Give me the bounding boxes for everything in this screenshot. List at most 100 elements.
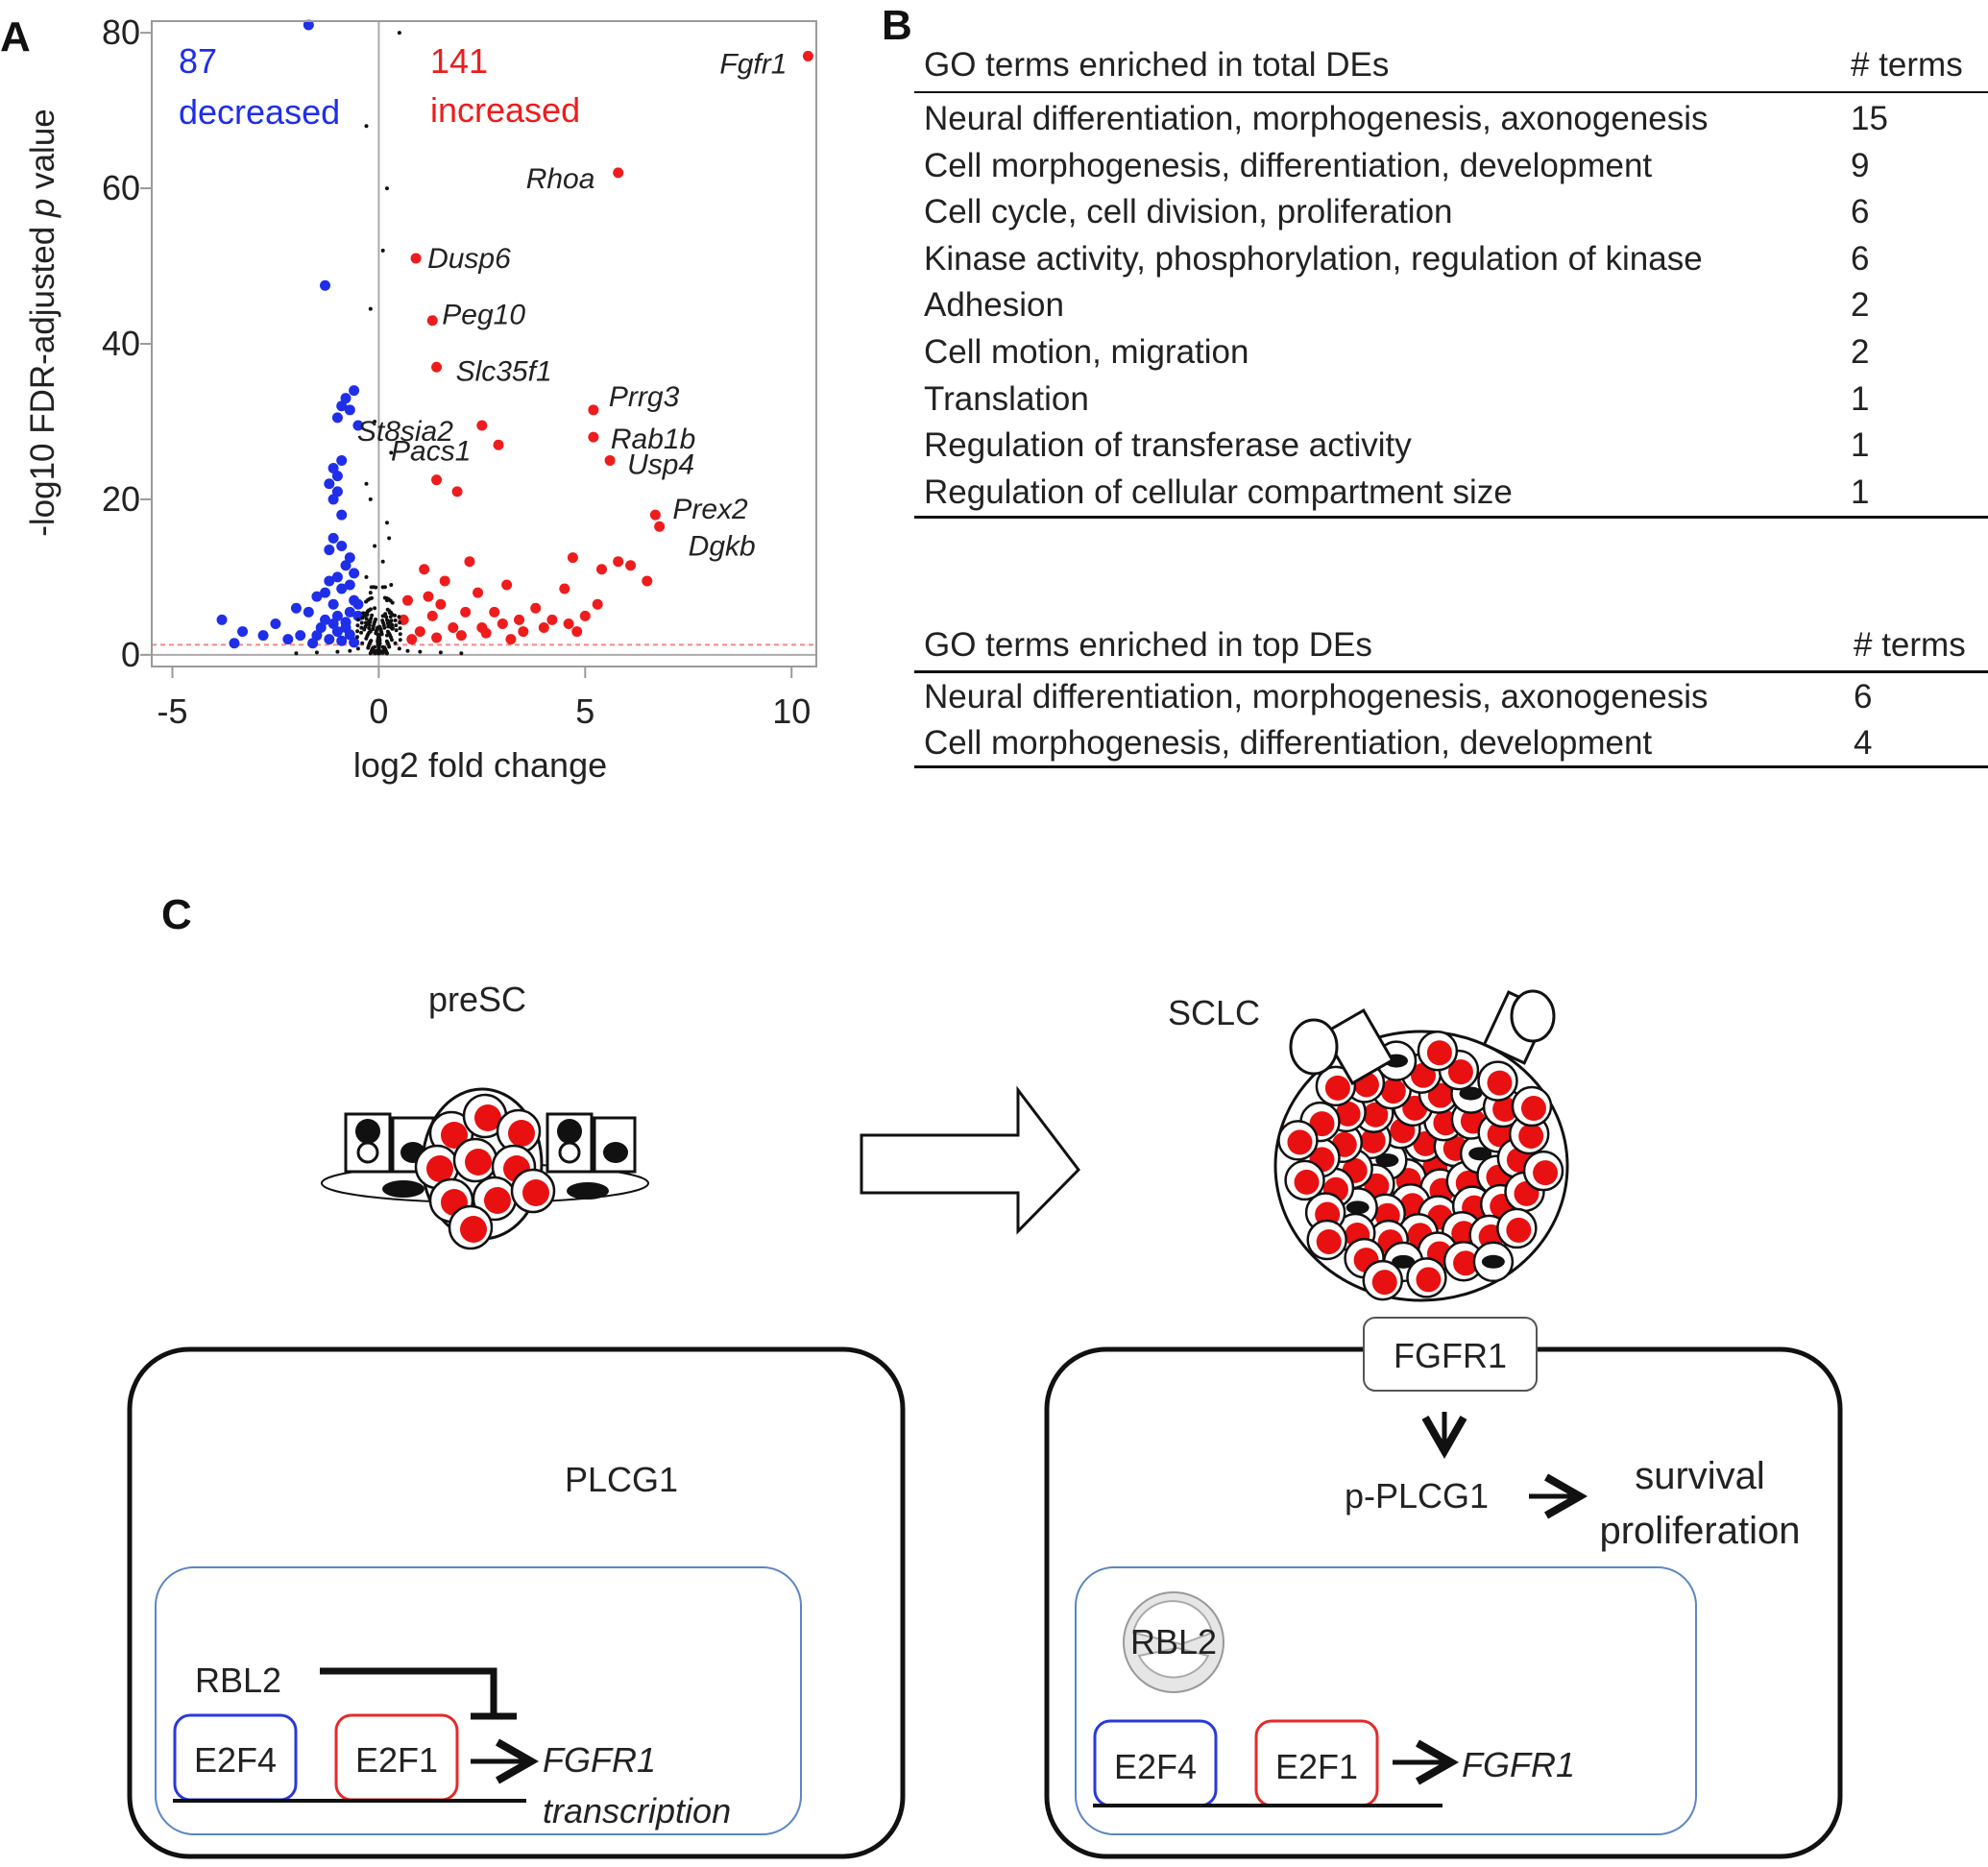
- point-not-significant: [384, 186, 389, 191]
- point-decreased: [344, 606, 355, 618]
- go-total-header-term: GO terms enriched in total DEs: [924, 46, 1390, 84]
- point-not-significant: [459, 651, 464, 656]
- y-tick-label: 60: [102, 168, 140, 207]
- point-decreased: [311, 630, 323, 642]
- transcription-label: transcription: [543, 1791, 731, 1831]
- volcano-xlabel: log2 fold change: [353, 745, 607, 785]
- point-not-significant: [364, 636, 369, 641]
- point-not-significant: [362, 627, 367, 632]
- point-increased: [431, 474, 443, 486]
- point-increased: [419, 564, 430, 575]
- point-not-significant: [364, 574, 369, 579]
- point-not-significant: [376, 632, 380, 637]
- point-increased: [802, 50, 813, 61]
- point-not-significant: [360, 641, 365, 645]
- x-tick-label: 10: [772, 691, 811, 731]
- point-decreased: [303, 19, 314, 31]
- point-not-significant: [366, 645, 371, 650]
- point-decreased: [257, 630, 269, 642]
- point-increased: [448, 622, 459, 634]
- point-decreased: [336, 541, 348, 552]
- point-increased: [464, 556, 475, 568]
- go-total-row-count: 1: [1851, 426, 1870, 465]
- point-decreased: [336, 635, 348, 646]
- point-increased: [410, 253, 422, 264]
- point-not-significant: [397, 615, 401, 619]
- gene-label: Prex2: [672, 494, 748, 525]
- y-tick-label: 20: [102, 479, 140, 519]
- point-increased: [473, 587, 484, 598]
- point-not-significant: [361, 611, 366, 616]
- point-not-significant: [335, 649, 340, 654]
- go-total-row-term: Cell cycle, cell division, proliferation: [924, 193, 1453, 231]
- point-increased: [559, 583, 570, 594]
- go-top-header-count: # terms: [1854, 626, 1966, 664]
- point-not-significant: [348, 648, 352, 653]
- go-table-top: GO terms enriched in top DEs # terms Neu…: [914, 626, 1988, 770]
- point-not-significant: [364, 599, 369, 604]
- go-total-row-term: Translation: [924, 379, 1089, 418]
- e2f4-label-sclc: E2F4: [1114, 1747, 1197, 1786]
- presc-nucleus: [155, 1566, 802, 1835]
- go-top-row-count: 6: [1854, 678, 1873, 715]
- gene-label: St8sia2: [357, 416, 453, 448]
- go-total-row-term: Neural differentiation, morphogenesis, a…: [924, 100, 1709, 137]
- point-not-significant: [368, 497, 373, 501]
- point-decreased: [340, 393, 352, 404]
- point-increased: [451, 486, 463, 497]
- point-not-significant: [359, 620, 364, 625]
- point-decreased: [344, 404, 355, 416]
- point-increased: [431, 361, 443, 373]
- point-decreased: [270, 618, 281, 629]
- point-not-significant: [394, 623, 399, 628]
- point-not-significant: [398, 638, 402, 643]
- point-decreased: [331, 626, 343, 638]
- point-increased: [431, 632, 443, 643]
- e2f1-label: E2F1: [355, 1740, 438, 1780]
- point-not-significant: [383, 612, 388, 617]
- point-not-significant: [384, 651, 389, 656]
- gene-label: Dusp6: [427, 243, 511, 275]
- point-decreased: [331, 610, 343, 621]
- panel-letter-c: C: [161, 891, 192, 938]
- point-not-significant: [355, 623, 360, 628]
- point-increased: [563, 618, 574, 629]
- point-increased: [625, 560, 637, 571]
- point-increased: [501, 579, 513, 591]
- rbl2-label-lost: RBL2: [1130, 1622, 1217, 1661]
- point-decreased: [237, 626, 249, 638]
- point-increased: [518, 626, 529, 638]
- point-not-significant: [398, 632, 402, 637]
- presc-label: preSC: [428, 980, 526, 1019]
- point-not-significant: [387, 644, 392, 649]
- point-decreased: [324, 478, 335, 490]
- go-total-row-term: Cell motion, migration: [924, 333, 1249, 371]
- point-decreased: [303, 606, 314, 618]
- go-total-row-term: Adhesion: [924, 286, 1064, 325]
- point-decreased: [327, 494, 339, 505]
- point-not-significant: [366, 609, 371, 614]
- point-not-significant: [380, 559, 385, 564]
- decreased-label: decreased: [179, 92, 340, 132]
- y-tick-label: 80: [102, 12, 140, 52]
- go-total-row-term: Regulation of cellular compartment size: [924, 473, 1513, 511]
- point-increased: [592, 598, 603, 610]
- go-total-bottom-rule: [914, 516, 1988, 519]
- go-total-row-term: Kinase activity, phosphorylation, regula…: [924, 239, 1703, 278]
- point-increased: [595, 564, 607, 575]
- point-not-significant: [384, 521, 389, 525]
- point-not-significant: [314, 650, 319, 655]
- point-increased: [649, 509, 661, 521]
- point-not-significant: [355, 618, 360, 622]
- point-not-significant: [364, 481, 369, 486]
- point-increased: [642, 575, 653, 587]
- rbl2-inhibition-line: [320, 1667, 497, 1716]
- point-increased: [567, 552, 578, 564]
- point-not-significant: [387, 611, 392, 616]
- point-not-significant: [369, 616, 374, 620]
- presc-cell-outline: [127, 1346, 906, 1859]
- point-not-significant: [390, 626, 395, 631]
- go-total-row-count: 1: [1851, 379, 1870, 418]
